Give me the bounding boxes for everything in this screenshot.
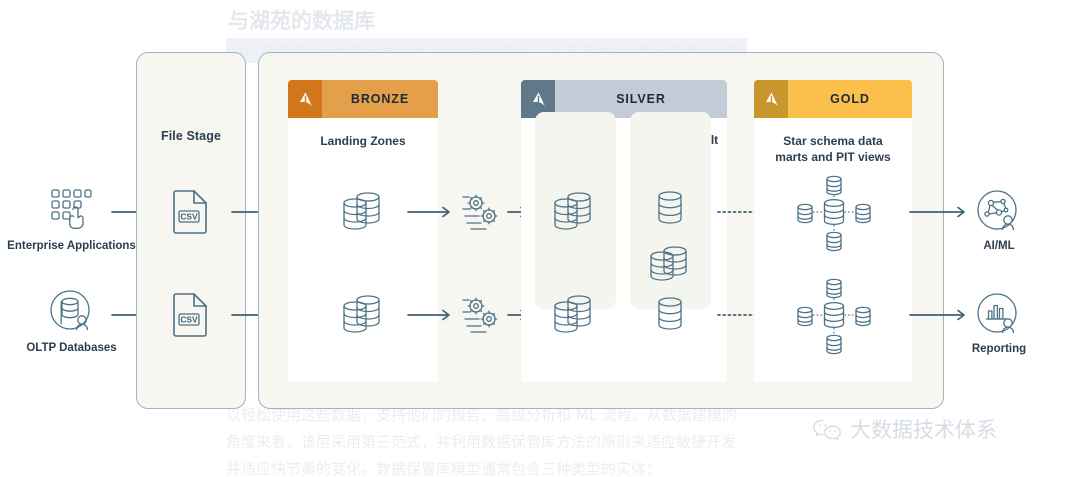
database-single-icon — [653, 294, 687, 341]
enterprise-applications-icon — [47, 185, 95, 238]
background-article-title: 与湖苑的数据库 — [228, 9, 375, 33]
star-schema-icon — [795, 277, 873, 362]
layer-header-gold: GOLD — [754, 80, 912, 118]
raw-vault-box — [535, 112, 616, 309]
star-schema-icon — [795, 174, 873, 259]
reporting-icon — [975, 291, 1021, 342]
arrow-bronze-to-transform-2 — [407, 306, 456, 329]
layer-name-silver: SILVER — [555, 80, 727, 118]
background-article-line-3: 并适应快节奏的变化。数据保管库模型通常包含三种类型的实体： — [226, 460, 662, 477]
layer-card-bronze: BRONZE Landing Zones — [288, 80, 438, 382]
output-label-ai-ml: AI/ML — [983, 240, 1015, 252]
source-label-oltp-databases: OLTP Databases — [26, 342, 117, 354]
file-stage-panel: File Stage — [136, 52, 246, 409]
svg-text:CSV: CSV — [180, 212, 198, 222]
watermark-label: 大数据技术体系 — [850, 418, 997, 442]
wechat-icon — [812, 418, 842, 441]
layer-header-bronze: BRONZE — [288, 80, 438, 118]
gears-processing-icon — [462, 295, 504, 340]
business-vault-box — [630, 112, 711, 309]
database-single-icon — [653, 188, 687, 235]
layer-header-silver: SILVER — [521, 80, 727, 118]
background-article-line-1: 以轻松使用这些数据，支持他们的报告、高级分析和 ML 流程。从数据建模的 — [226, 406, 737, 424]
svg-text:CSV: CSV — [180, 315, 198, 325]
delta-lake-logo-icon — [521, 80, 555, 118]
arrow-gold-to-aiml — [909, 203, 972, 226]
database-stack-icon — [549, 289, 601, 346]
layer-subtitle-gold-line-1: Star schema data — [783, 134, 883, 148]
csv-file-icon: CSV — [172, 188, 210, 241]
delta-lake-logo-icon — [288, 80, 322, 118]
source-label-enterprise-applications: Enterprise Applications — [7, 240, 136, 252]
arrow-bronze-to-transform-1 — [407, 203, 456, 226]
ai-ml-icon — [975, 188, 1021, 239]
output-label-reporting: Reporting — [971, 343, 1027, 355]
layer-subtitle-bronze: Landing Zones — [320, 134, 406, 148]
gears-processing-icon — [462, 192, 504, 237]
delta-lake-logo-icon — [754, 80, 788, 118]
arrow-gold-to-reporting — [909, 306, 972, 329]
oltp-databases-icon — [48, 288, 94, 339]
layer-subtitle-gold-line-2: marts and PIT views — [775, 150, 891, 164]
layer-name-bronze: BRONZE — [322, 80, 438, 118]
file-stage-title: File Stage — [160, 129, 222, 143]
layer-card-gold: GOLD Star schema data marts and PIT view… — [754, 80, 912, 382]
layer-name-gold: GOLD — [788, 80, 912, 118]
background-article-line-2: 角度来看，该层采用第三范式，并利用数据保管库方法的原则来适应敏捷开发 — [226, 433, 737, 451]
database-stack-icon — [645, 241, 697, 294]
database-stack-icon — [549, 186, 601, 243]
database-stack-icon — [338, 186, 390, 243]
wechat-watermark: 大数据技术体系 — [812, 414, 997, 444]
csv-file-icon: CSV — [172, 291, 210, 344]
database-stack-icon — [338, 289, 390, 346]
